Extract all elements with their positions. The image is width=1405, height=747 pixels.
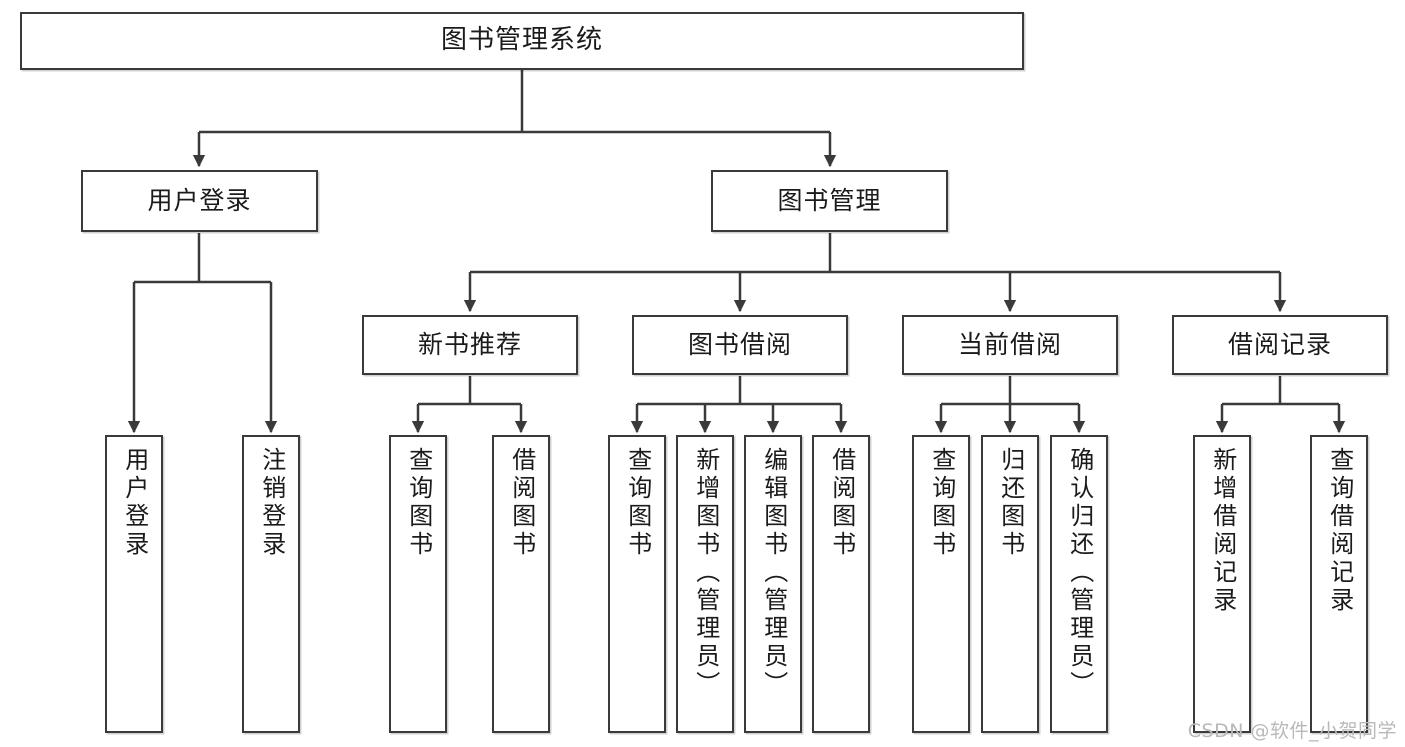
- leaf-current-borrow-return-books[interactable]: 归还图书: [981, 435, 1039, 733]
- leaf-new-book-borrow-books[interactable]: 借阅图书: [492, 435, 550, 733]
- node-new-book-recommendation[interactable]: 新书推荐: [362, 315, 578, 375]
- node-current-borrowing[interactable]: 当前借阅: [902, 315, 1118, 375]
- csdn-watermark: CSDN @软件_小贺同学: [1187, 720, 1397, 742]
- node-label: 借阅图书: [827, 447, 856, 559]
- node-label: 新书推荐: [417, 329, 522, 359]
- node-label: 查询图书: [623, 447, 652, 559]
- node-book-borrowing[interactable]: 图书借阅: [632, 315, 848, 375]
- node-label: 归还图书: [996, 447, 1025, 559]
- node-label: 用户登录: [120, 447, 149, 559]
- leaf-book-borrow-add-book-admin[interactable]: 新增图书（管理员）: [676, 435, 734, 733]
- node-label: 注销登录: [257, 447, 286, 559]
- leaf-user-login-sign-out[interactable]: 注销登录: [242, 435, 300, 733]
- node-book-management[interactable]: 图书管理: [711, 170, 948, 232]
- node-label: 当前借阅: [957, 329, 1062, 359]
- node-label: 查询借阅记录: [1325, 447, 1354, 615]
- node-label: 图书管理: [777, 185, 882, 215]
- leaf-book-borrow-edit-book-admin[interactable]: 编辑图书（管理员）: [744, 435, 802, 733]
- leaf-new-book-query-books[interactable]: 查询图书: [389, 435, 447, 733]
- node-user-login[interactable]: 用户登录: [81, 170, 318, 232]
- node-label: 借阅记录: [1227, 329, 1332, 359]
- node-label: 新增借阅记录: [1208, 447, 1237, 615]
- leaf-borrow-record-add-record[interactable]: 新增借阅记录: [1193, 435, 1251, 733]
- leaf-book-borrow-borrow-books[interactable]: 借阅图书: [812, 435, 870, 733]
- node-label: 用户登录: [147, 185, 252, 215]
- node-label: 查询图书: [404, 447, 433, 559]
- node-label: 编辑图书（管理员）: [759, 447, 788, 699]
- node-borrowing-record[interactable]: 借阅记录: [1172, 315, 1388, 375]
- leaf-current-borrow-query-books[interactable]: 查询图书: [912, 435, 970, 733]
- node-root-book-management-system[interactable]: 图书管理系统: [20, 12, 1024, 70]
- node-label: 图书借阅: [687, 329, 792, 359]
- leaf-book-borrow-query-books[interactable]: 查询图书: [608, 435, 666, 733]
- leaf-current-borrow-confirm-return-admin[interactable]: 确认归还（管理员）: [1050, 435, 1108, 733]
- node-label: 图书管理系统: [440, 25, 603, 56]
- leaf-borrow-record-query-record[interactable]: 查询借阅记录: [1310, 435, 1368, 733]
- node-label: 新增图书（管理员）: [691, 447, 720, 699]
- node-label: 查询图书: [927, 447, 956, 559]
- leaf-user-login-sign-in[interactable]: 用户登录: [105, 435, 163, 733]
- node-label: 借阅图书: [507, 447, 536, 559]
- node-label: 确认归还（管理员）: [1065, 447, 1094, 699]
